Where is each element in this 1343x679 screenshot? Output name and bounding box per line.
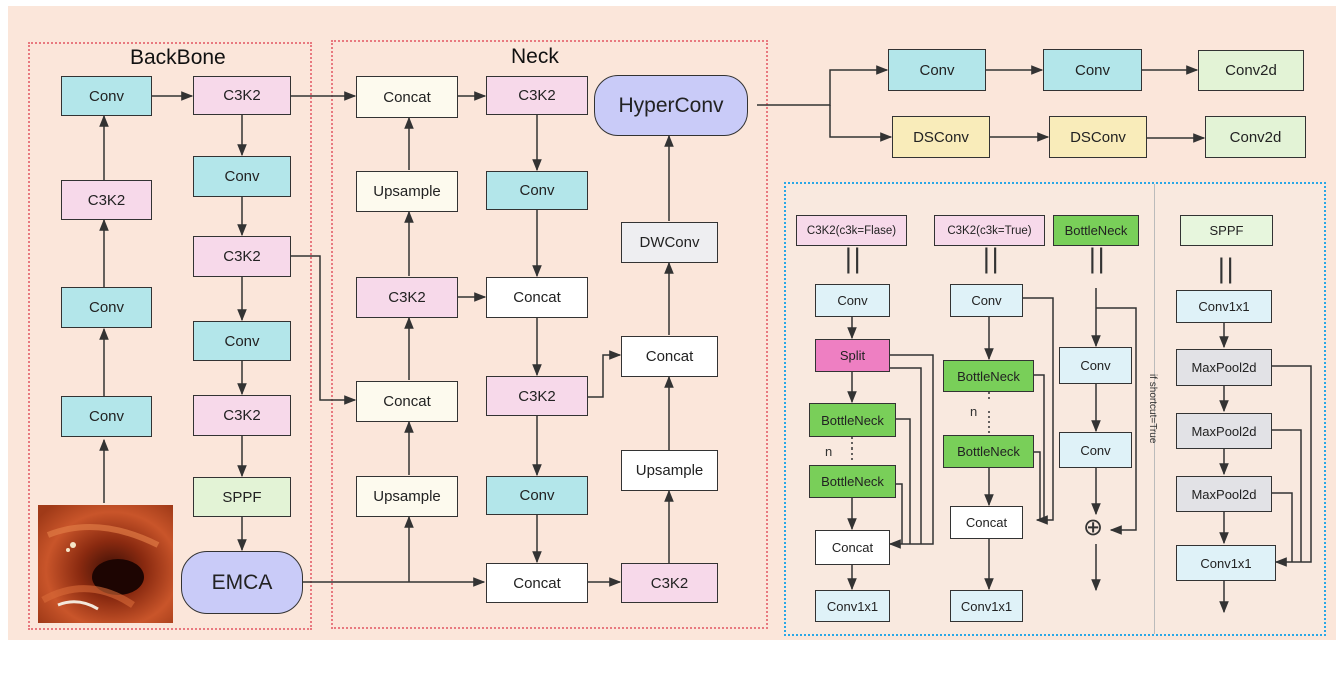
detail-bottleneck-conv-2: Conv	[1059, 432, 1132, 468]
detail-sppf-maxpool-3: MaxPool2d	[1176, 476, 1272, 512]
neck-conv-1: Conv	[486, 171, 588, 210]
detail-c3k2-false-conv: Conv	[815, 284, 890, 317]
detail-c3k2-true-concat: Concat	[950, 506, 1023, 539]
detail-c3k2-true-conv: Conv	[950, 284, 1023, 317]
detail-bottleneck-add-icon: ⊕	[1083, 513, 1104, 541]
detail-c3k2-true-conv1x1: Conv1x1	[950, 590, 1023, 622]
backbone-conv-3: Conv	[61, 396, 152, 437]
neck-c3k2-2: C3K2	[486, 76, 588, 115]
detail-sppf-maxpool-2: MaxPool2d	[1176, 413, 1272, 449]
detail-c3k2-false-concat: Concat	[815, 530, 890, 565]
neck-upsample-1: Upsample	[356, 171, 458, 212]
detail-sppf-conv1x1-1: Conv1x1	[1176, 290, 1272, 323]
backbone-region	[28, 42, 312, 630]
backbone-emca: EMCA	[181, 551, 303, 614]
neck-c3k2-3: C3K2	[486, 376, 588, 416]
neck-upsample-2: Upsample	[356, 476, 458, 517]
detail-c3k2-true-title: C3K2(c3k=True)	[934, 215, 1045, 246]
backbone-sppf: SPPF	[193, 477, 291, 517]
backbone-title: BackBone	[130, 46, 226, 69]
detail-bottleneck-equals: ||	[1088, 244, 1106, 274]
neck-c3k2-1: C3K2	[356, 277, 458, 318]
neck-concat-4: Concat	[486, 563, 588, 603]
detail-c3k2-false-title: C3K2(c3k=Flase)	[796, 215, 907, 246]
neck-conv-2: Conv	[486, 476, 588, 515]
neck-dwconv: DWConv	[621, 222, 718, 263]
neck-concat-1: Concat	[356, 76, 458, 118]
detail-sppf-conv1x1-2: Conv1x1	[1176, 545, 1276, 581]
backbone-c3k2-2: C3K2	[193, 236, 291, 277]
neck-concat-5: Concat	[621, 336, 718, 377]
detail-c3k2-false-bottleneck-1: BottleNeck	[809, 403, 896, 437]
detail-sppf-maxpool-1: MaxPool2d	[1176, 349, 1272, 386]
head-conv-1: Conv	[888, 49, 986, 91]
neck-concat-3: Concat	[486, 277, 588, 318]
neck-region	[331, 40, 768, 629]
head-conv2d-2: Conv2d	[1205, 116, 1306, 158]
detail-bottleneck-title: BottleNeck	[1053, 215, 1139, 246]
neck-title: Neck	[511, 45, 559, 68]
neck-c3k2-4: C3K2	[621, 563, 718, 603]
neck-hyperconv: HyperConv	[594, 75, 748, 136]
backbone-c3k2-left: C3K2	[61, 180, 152, 220]
detail-c3k2-true-bottleneck-2: BottleNeck	[943, 435, 1034, 468]
detail-c3k2-false-conv1x1: Conv1x1	[815, 590, 890, 622]
head-conv-2: Conv	[1043, 49, 1142, 91]
detail-sppf-title: SPPF	[1180, 215, 1273, 246]
head-dsconv-2: DSConv	[1049, 116, 1147, 158]
backbone-conv-4: Conv	[193, 156, 291, 197]
backbone-conv-1: Conv	[61, 76, 152, 116]
detail-c3k2-true-bottleneck-1: BottleNeck	[943, 360, 1034, 392]
backbone-conv-5: Conv	[193, 321, 291, 361]
detail-c3k2-false-n: n	[825, 444, 833, 459]
head-conv2d-1: Conv2d	[1198, 50, 1304, 91]
detail-c3k2-true-n: n	[970, 404, 978, 419]
detail-c3k2-false-equals: ||	[844, 244, 862, 274]
backbone-c3k2-3: C3K2	[193, 395, 291, 436]
backbone-conv-2: Conv	[61, 287, 152, 328]
detail-sppf-equals: ||	[1217, 254, 1235, 284]
backbone-c3k2-1: C3K2	[193, 76, 291, 115]
head-dsconv-1: DSConv	[892, 116, 990, 158]
detail-c3k2-false-split: Split	[815, 339, 890, 372]
detail-divider	[1154, 184, 1155, 634]
detail-c3k2-true-equals: ||	[982, 244, 1000, 274]
detail-bottleneck-conv-1: Conv	[1059, 347, 1132, 384]
neck-concat-2: Concat	[356, 381, 458, 422]
neck-upsample-3: Upsample	[621, 450, 718, 491]
detail-bottleneck-shortcut-note: if shortcut=True	[1147, 374, 1158, 444]
endoscopy-image	[38, 505, 173, 623]
detail-c3k2-false-bottleneck-2: BottleNeck	[809, 465, 896, 498]
